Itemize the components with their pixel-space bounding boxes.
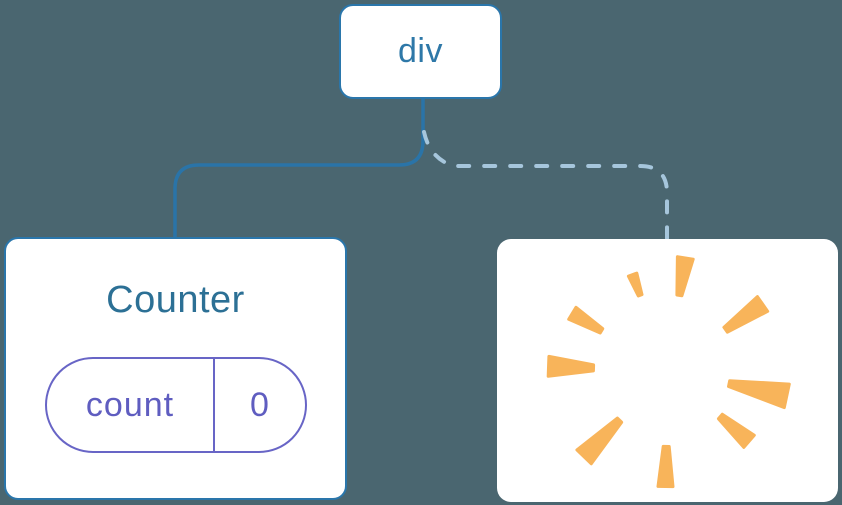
poof-icon [546,255,791,489]
tree-node-removed [497,239,838,502]
tree-node-div: div [339,4,502,99]
poof-ray [716,412,756,449]
poof-ray [722,295,770,334]
tree-node-counter: Counter count 0 [4,237,347,500]
state-pill: count 0 [45,357,307,453]
state-value-label: 0 [213,359,305,451]
edge-div-to-counter [173,99,425,239]
edge-div-to-removed [422,130,669,243]
poof-ray [567,305,605,335]
poof-ray [675,255,695,298]
div-node-label: div [398,32,443,70]
poof-ray [656,444,675,489]
counter-node-title: Counter [106,279,245,321]
poof-ray [546,354,596,378]
poof-ray [727,379,791,410]
state-key-label: count [85,385,175,424]
poof-ray [575,416,624,466]
poof-ray [626,271,644,298]
